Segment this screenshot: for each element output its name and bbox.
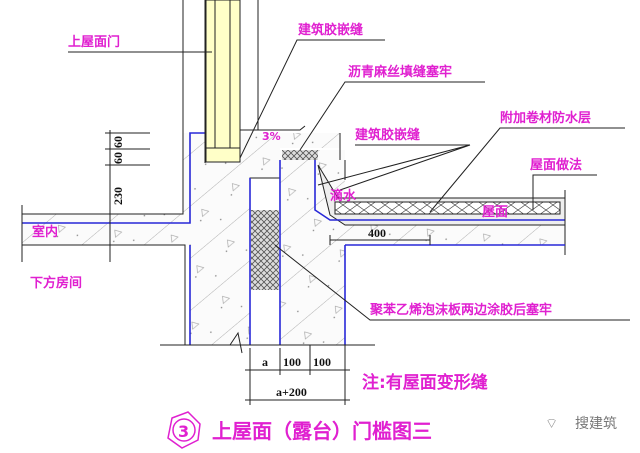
- dim-a-plus-200: a+200: [276, 385, 307, 399]
- door: [205, 0, 306, 163]
- label-roof: 屋面: [482, 205, 508, 220]
- label-room-below: 下方房间: [30, 275, 82, 291]
- watermark: ⌔ 搜建筑: [545, 416, 617, 432]
- roof-layers: [314, 160, 566, 255]
- title-number: 3: [178, 422, 189, 441]
- label-roof-method: 屋面做法: [530, 157, 582, 173]
- dim-400: 400: [368, 226, 386, 240]
- dim-230: 230: [111, 187, 125, 205]
- note-text: 注:有屋面变形缝: [362, 372, 488, 393]
- waterproof-lines: [22, 132, 565, 345]
- outline-lines: [21, 0, 375, 346]
- label-asphalt-hemp: 沥青麻丝填缝塞牢: [348, 64, 452, 80]
- asphalt-hemp-fill: [282, 150, 318, 160]
- label-drip: 滴水: [330, 188, 357, 204]
- label-sealant-mid: 建筑胶嵌缝: [355, 127, 420, 143]
- label-slope: 3%: [262, 130, 281, 143]
- dim-60-b: 60: [111, 152, 125, 164]
- leader-lines: [68, 39, 630, 321]
- drawing-title: 3 上屋面（露台）门槛图三: [167, 411, 432, 449]
- label-sealant-top: 建筑胶嵌缝: [298, 22, 363, 38]
- label-polystyrene: 聚苯乙烯泡沫板两边涂胶后塞牢: [369, 302, 552, 318]
- label-roof-door: 上屋面门: [68, 34, 120, 50]
- title-text: 上屋面（露台）门槛图三: [212, 419, 432, 443]
- polystyrene-board: [251, 210, 279, 290]
- label-extra-membrane: 附加卷材防水层: [500, 110, 591, 126]
- watermark-text: 搜建筑: [575, 416, 617, 432]
- dimension-lines: [105, 130, 431, 405]
- dim-100-a: 100: [283, 355, 301, 369]
- dim-a: a: [262, 355, 268, 369]
- title-number-badge: [167, 411, 201, 449]
- break-line: [229, 331, 243, 354]
- wechat-icon: ⌔: [545, 417, 558, 432]
- dim-60-a: 60: [111, 136, 125, 148]
- label-indoor: 室内: [32, 224, 58, 240]
- dim-100-b: 100: [313, 355, 331, 369]
